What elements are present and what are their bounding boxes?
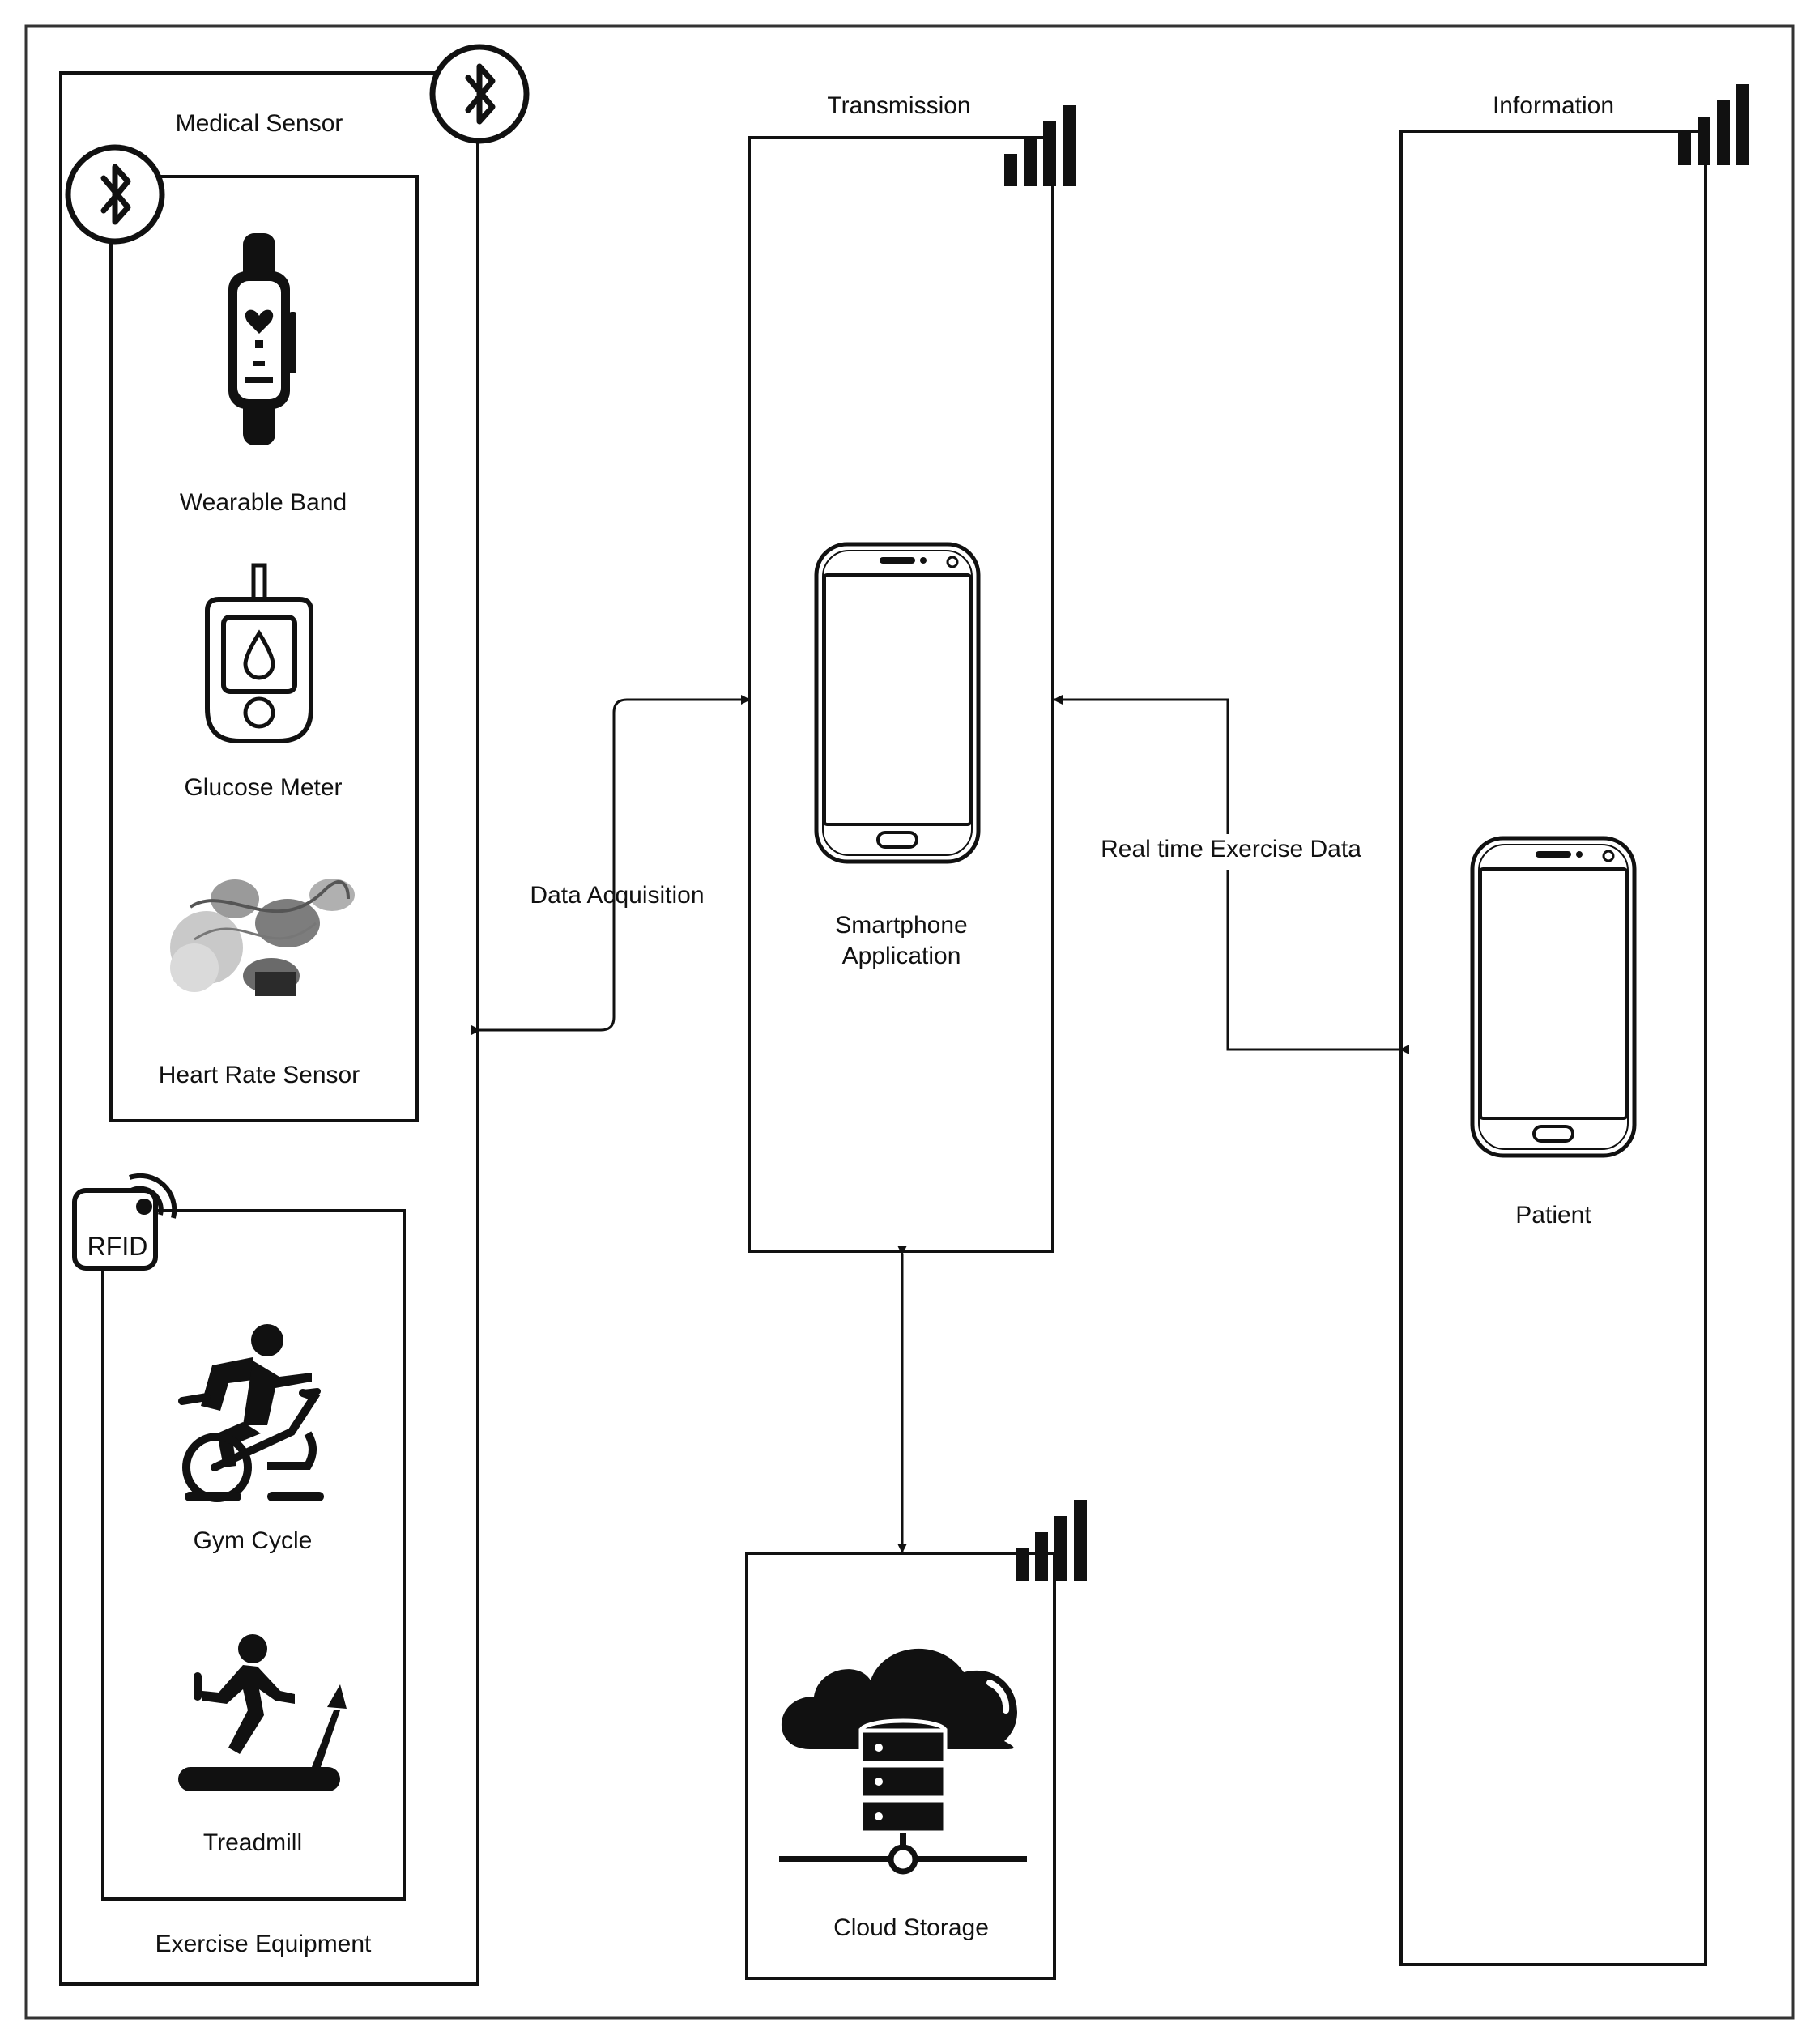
bluetooth-icon <box>68 147 162 241</box>
medical-sensor-title: Medical Sensor <box>176 110 343 137</box>
smartphone-application-label-line2: Application <box>842 943 961 969</box>
real-time-exercise-connector <box>1053 695 1409 1054</box>
glucose-meter-label: Glucose Meter <box>184 774 342 801</box>
patient-label: Patient <box>1515 1202 1591 1229</box>
data-acquisition-label: Data Acquisition <box>530 882 704 909</box>
cloud-storage-label: Cloud Storage <box>833 1914 989 1941</box>
heart-rate-sensor-icon <box>170 879 355 996</box>
signal-bars-icon <box>1004 105 1076 186</box>
gym-cycle-icon <box>178 1324 324 1502</box>
fitness-band-icon <box>228 233 296 445</box>
svg-text:RFID: RFID <box>87 1232 148 1261</box>
smartphone-icon <box>816 544 978 862</box>
medical-sensor-inner-panel <box>109 175 419 1122</box>
information-title: Information <box>1493 92 1614 119</box>
treadmill-label: Treadmill <box>203 1829 302 1856</box>
transmission-title: Transmission <box>827 92 970 119</box>
signal-bars-icon <box>1016 1500 1087 1581</box>
bluetooth-icon <box>432 47 526 141</box>
cloud-database-icon <box>779 1648 1027 1875</box>
gym-cycle-label: Gym Cycle <box>194 1527 313 1554</box>
heart-rate-sensor-label: Heart Rate Sensor <box>159 1062 360 1088</box>
real-time-exercise-label: Real time Exercise Data <box>1101 836 1361 862</box>
signal-bars-icon <box>1678 84 1749 165</box>
smartphone-application-label-line1: Smartphone <box>835 912 967 939</box>
data-acquisition-connector <box>471 695 751 1035</box>
treadmill-icon <box>178 1634 347 1791</box>
exercise-equipment-title: Exercise Equipment <box>155 1931 372 1957</box>
cloud-storage-panel <box>745 1552 1056 1980</box>
wearable-band-label: Wearable Band <box>180 489 347 516</box>
outer-frame <box>24 24 1795 2020</box>
exercise-equipment-panel <box>101 1209 406 1901</box>
smartphone-icon <box>1472 838 1634 1156</box>
glucose-meter-icon <box>205 563 313 743</box>
rfid-icon: RFID <box>72 1173 177 1271</box>
